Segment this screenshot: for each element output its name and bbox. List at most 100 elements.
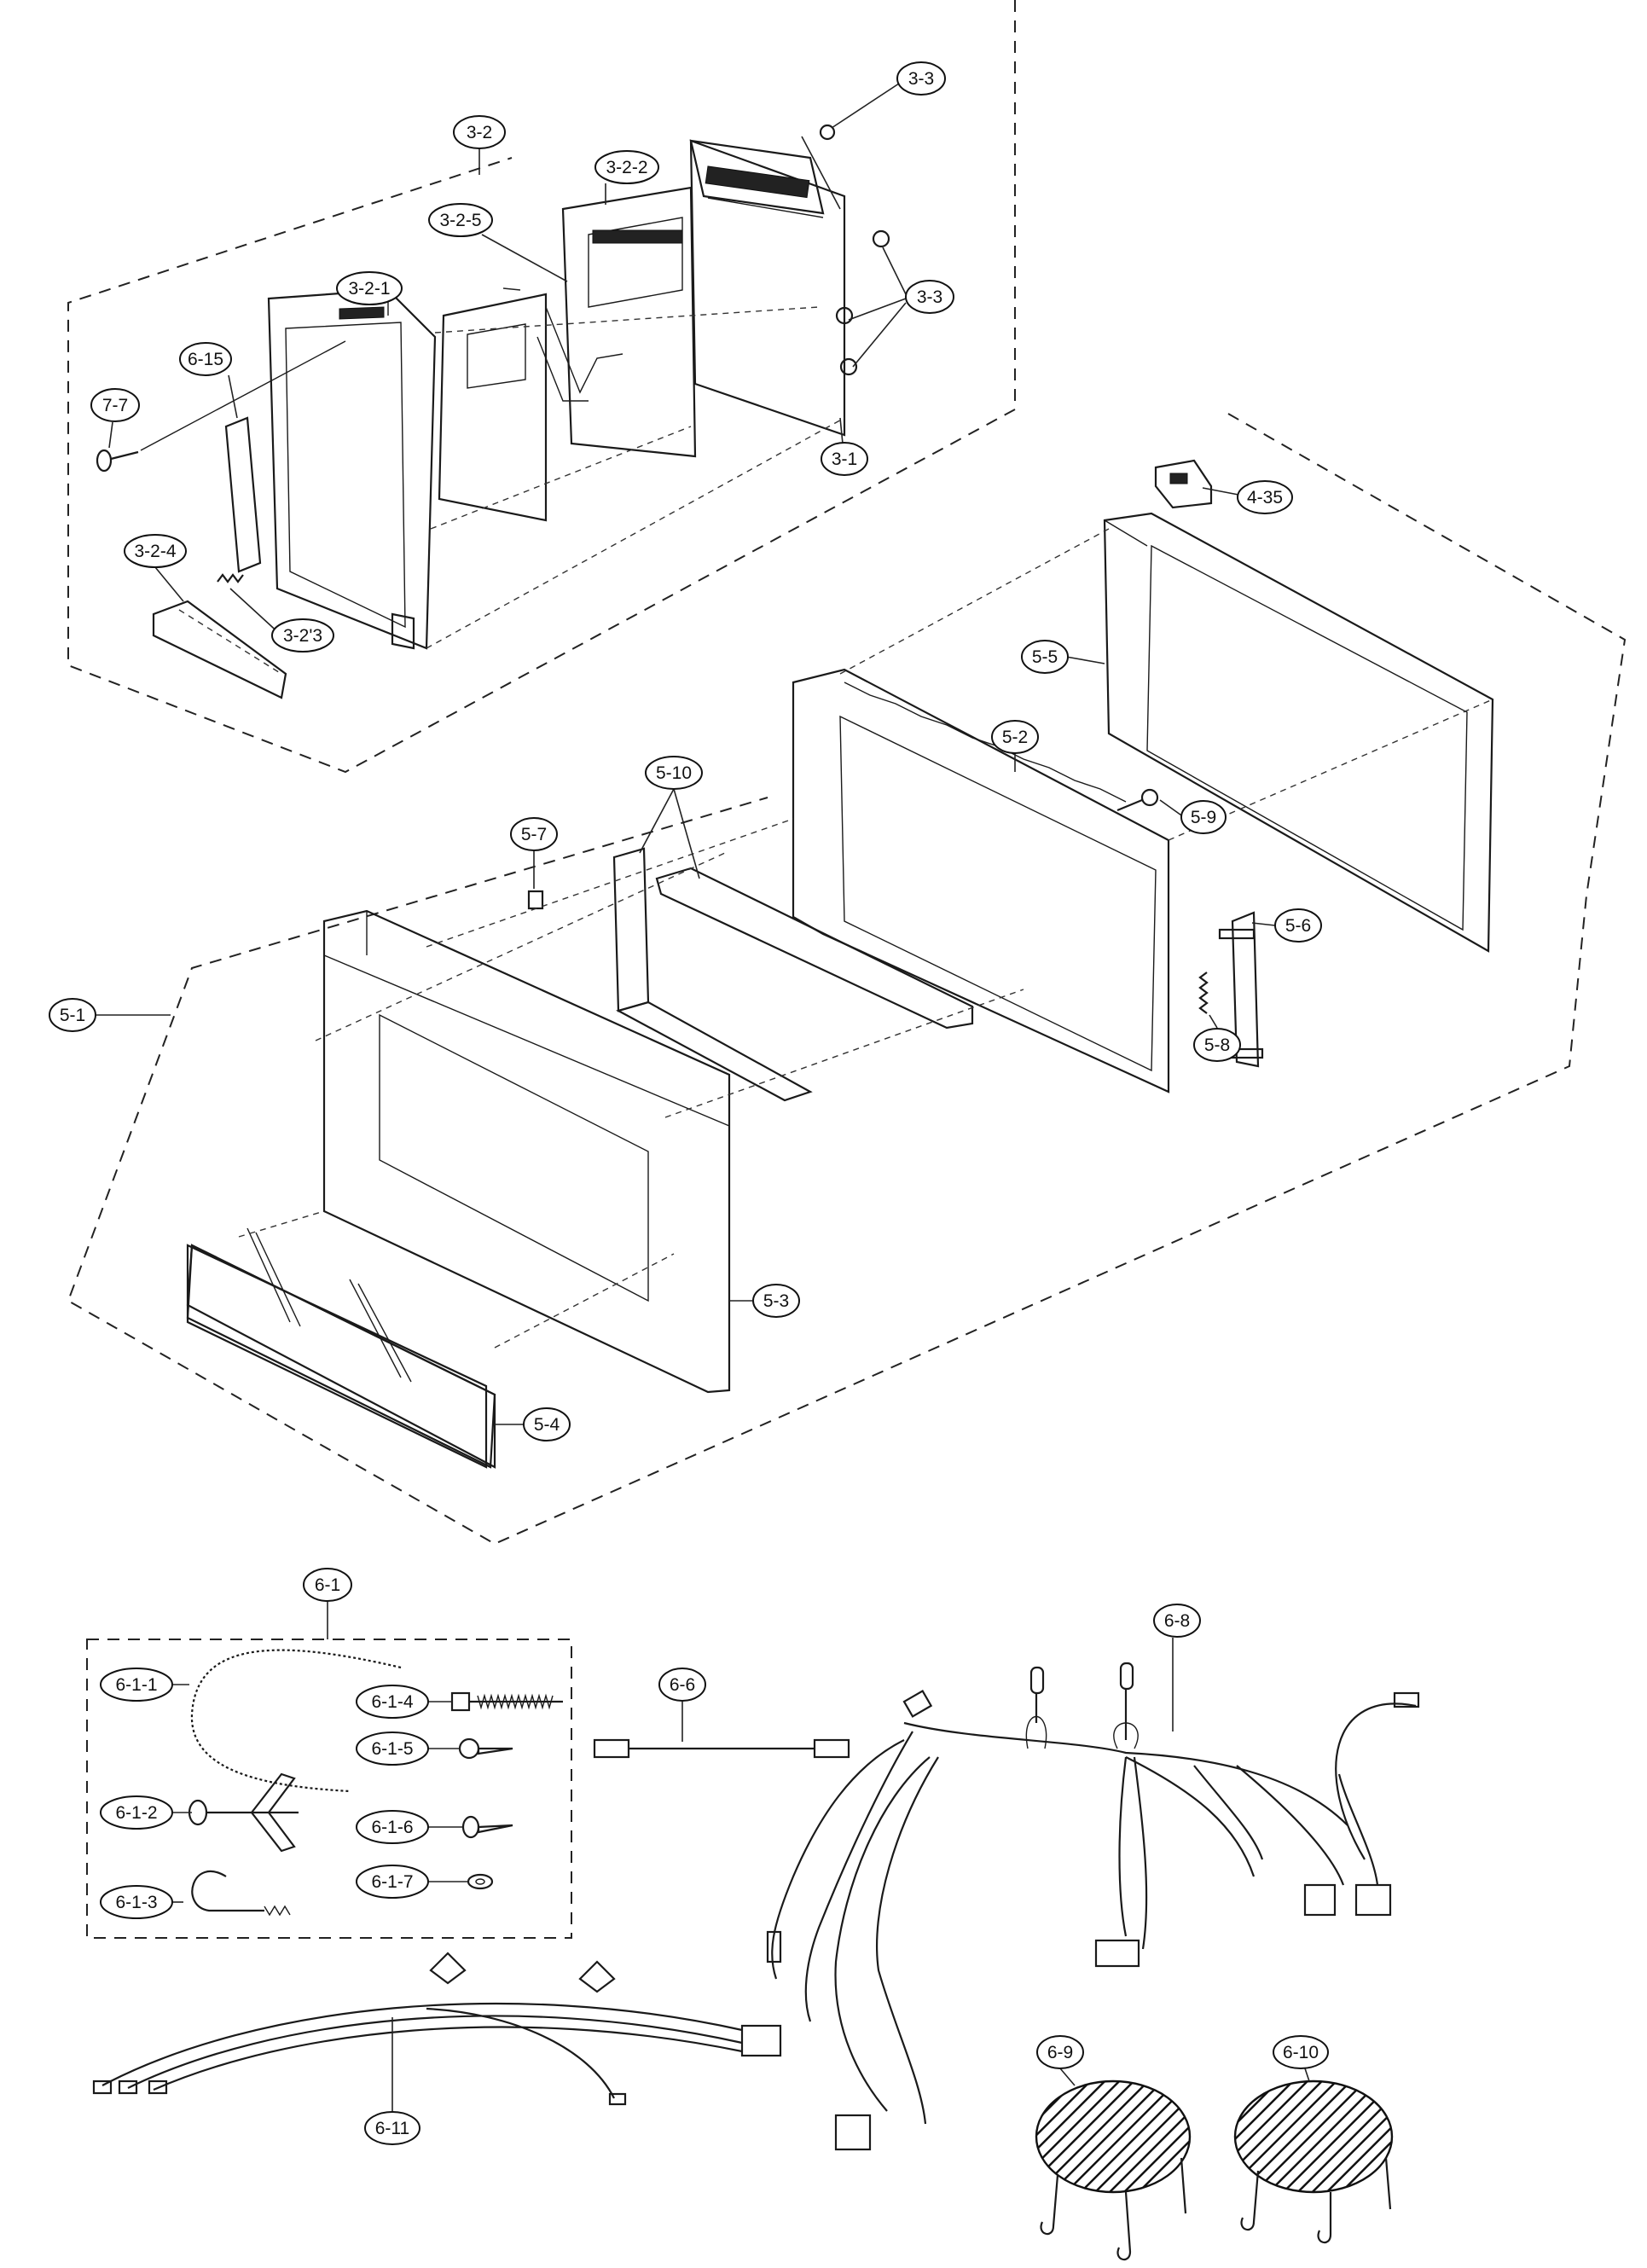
part-3-1-pcb — [689, 139, 846, 437]
callout-label: 5-7 — [521, 825, 547, 844]
part-6-1-5-screw — [458, 1737, 513, 1760]
callout-label: 6-15 — [188, 350, 223, 369]
callout-3-3-right: 3-3 — [905, 280, 954, 314]
mounting-kit-boundary — [86, 1639, 572, 1939]
part-6-1-1-gasket — [190, 1649, 402, 1793]
callout-6-15: 6-15 — [179, 342, 232, 376]
callout-3-2-3: 3-2'3 — [271, 618, 334, 653]
callout-6-8: 6-8 — [1153, 1604, 1201, 1638]
callout-5-5: 5-5 — [1021, 640, 1069, 674]
callout-6-1-6: 6-1-6 — [356, 1810, 429, 1844]
callout-label: 5-1 — [60, 1006, 85, 1025]
callout-5-7: 5-7 — [510, 817, 558, 851]
part-6-6-wire — [593, 1738, 850, 1759]
callout-label: 6-1-6 — [371, 1818, 413, 1837]
callout-6-11: 6-11 — [364, 2111, 420, 2145]
callout-label: 5-10 — [656, 763, 692, 783]
callout-label: 6-1-4 — [371, 1692, 413, 1712]
callout-6-9: 6-9 — [1036, 2035, 1084, 2069]
door-assembly-boundary — [67, 413, 1627, 1546]
callout-5-6: 5-6 — [1274, 908, 1322, 943]
callout-label: 5-8 — [1204, 1035, 1230, 1055]
callout-label: 3-3 — [917, 287, 942, 307]
part-3-3-screws — [819, 124, 890, 376]
part-5-9-screw — [1116, 788, 1159, 812]
callout-5-9: 5-9 — [1180, 800, 1227, 834]
callout-3-2-2: 3-2-2 — [594, 150, 659, 184]
callout-label: 6-10 — [1283, 2043, 1319, 2062]
callout-6-1-5: 6-1-5 — [356, 1731, 429, 1766]
part-3-2-4-button — [152, 600, 287, 699]
callout-label: 5-9 — [1191, 808, 1216, 827]
part-6-15-strip — [224, 416, 262, 573]
control-panel-frame — [267, 288, 437, 650]
part-5-6-hinge — [1218, 911, 1264, 1068]
callout-label: 3-3 — [908, 69, 934, 89]
part-6-8-wire-harness — [766, 1662, 1420, 2151]
callout-6-1-7: 6-1-7 — [356, 1865, 429, 1899]
callout-label: 6-6 — [670, 1675, 695, 1695]
callout-6-10: 6-10 — [1273, 2035, 1329, 2069]
part-3-2-1-window — [438, 293, 548, 522]
callout-label: 5-2 — [1002, 728, 1028, 747]
part-7-7-screw — [96, 340, 346, 473]
callout-label: 3-2 — [467, 123, 492, 142]
callout-3-2-4: 3-2-4 — [124, 534, 187, 568]
callout-5-8: 5-8 — [1193, 1028, 1241, 1062]
callout-label: 5-4 — [534, 1415, 560, 1435]
callout-5-10: 5-10 — [645, 756, 703, 790]
callout-label: 3-2'3 — [283, 626, 322, 646]
mounting-kit-group — [86, 1639, 572, 1939]
part-6-1-2-toggle-bolt — [188, 1772, 299, 1853]
callout-5-4: 5-4 — [523, 1407, 571, 1441]
callout-label: 7-7 — [102, 396, 128, 415]
callout-6-6: 6-6 — [658, 1668, 706, 1702]
callout-label: 6-11 — [375, 2119, 409, 2138]
callout-label: 3-2-5 — [439, 211, 481, 230]
callout-label: 3-1 — [832, 450, 857, 469]
callout-label: 5-3 — [763, 1291, 789, 1311]
part-6-9-rack — [1035, 2079, 1192, 2261]
callout-6-1-3: 6-1-3 — [100, 1885, 173, 1919]
callout-3-2-1: 3-2-1 — [336, 271, 403, 305]
callout-label: 5-5 — [1032, 647, 1058, 667]
part-5-4-glass — [186, 1227, 496, 1469]
callout-6-1-1: 6-1-1 — [100, 1668, 173, 1702]
part-5-5-choke-frame — [1103, 512, 1494, 953]
part-6-1-4-bolt — [450, 1691, 563, 1712]
part-6-1-7-washer — [467, 1873, 494, 1890]
part-3-2-2-bracket — [561, 186, 697, 458]
control-panel-group — [67, 0, 1016, 774]
callout-label: 3-2-1 — [348, 279, 390, 299]
leader-lines — [96, 78, 1310, 2111]
part-6-1-6-screw — [461, 1815, 513, 1839]
part-6-10-rack — [1233, 2079, 1394, 2244]
callout-5-2: 5-2 — [991, 720, 1039, 754]
part-6-11-wire-harness — [92, 1952, 782, 2106]
callout-6-1-2: 6-1-2 — [100, 1795, 173, 1830]
part-5-2-door-frame — [792, 668, 1170, 1093]
callout-label: 6-1-3 — [115, 1893, 157, 1912]
callout-3-1: 3-1 — [821, 442, 868, 476]
control-panel-boundary — [67, 0, 1016, 774]
part-5-8-spring — [1198, 972, 1209, 1014]
door-assembly-group — [67, 413, 1627, 1546]
callout-3-3-top: 3-3 — [896, 61, 946, 96]
part-6-1-3-hook — [191, 1870, 291, 1917]
callout-5-3: 5-3 — [752, 1284, 800, 1318]
part-3-2-3-spring — [217, 573, 244, 583]
part-4-35-latch — [1154, 459, 1213, 509]
callout-label: 3-2-2 — [606, 158, 647, 177]
callout-label: 6-1-1 — [115, 1675, 157, 1695]
callout-label: 6-1-2 — [115, 1803, 157, 1823]
callout-3-2: 3-2 — [453, 115, 506, 149]
callout-label: 4-35 — [1247, 488, 1283, 508]
callout-7-7: 7-7 — [90, 388, 140, 422]
callout-label: 6-8 — [1164, 1611, 1190, 1631]
part-3-2-5-membrane — [536, 306, 623, 402]
callout-label: 6-9 — [1047, 2043, 1073, 2062]
callout-label: 3-2-4 — [134, 542, 176, 561]
callout-label: 6-1-5 — [371, 1739, 413, 1759]
callout-label: 6-1-7 — [371, 1872, 413, 1892]
